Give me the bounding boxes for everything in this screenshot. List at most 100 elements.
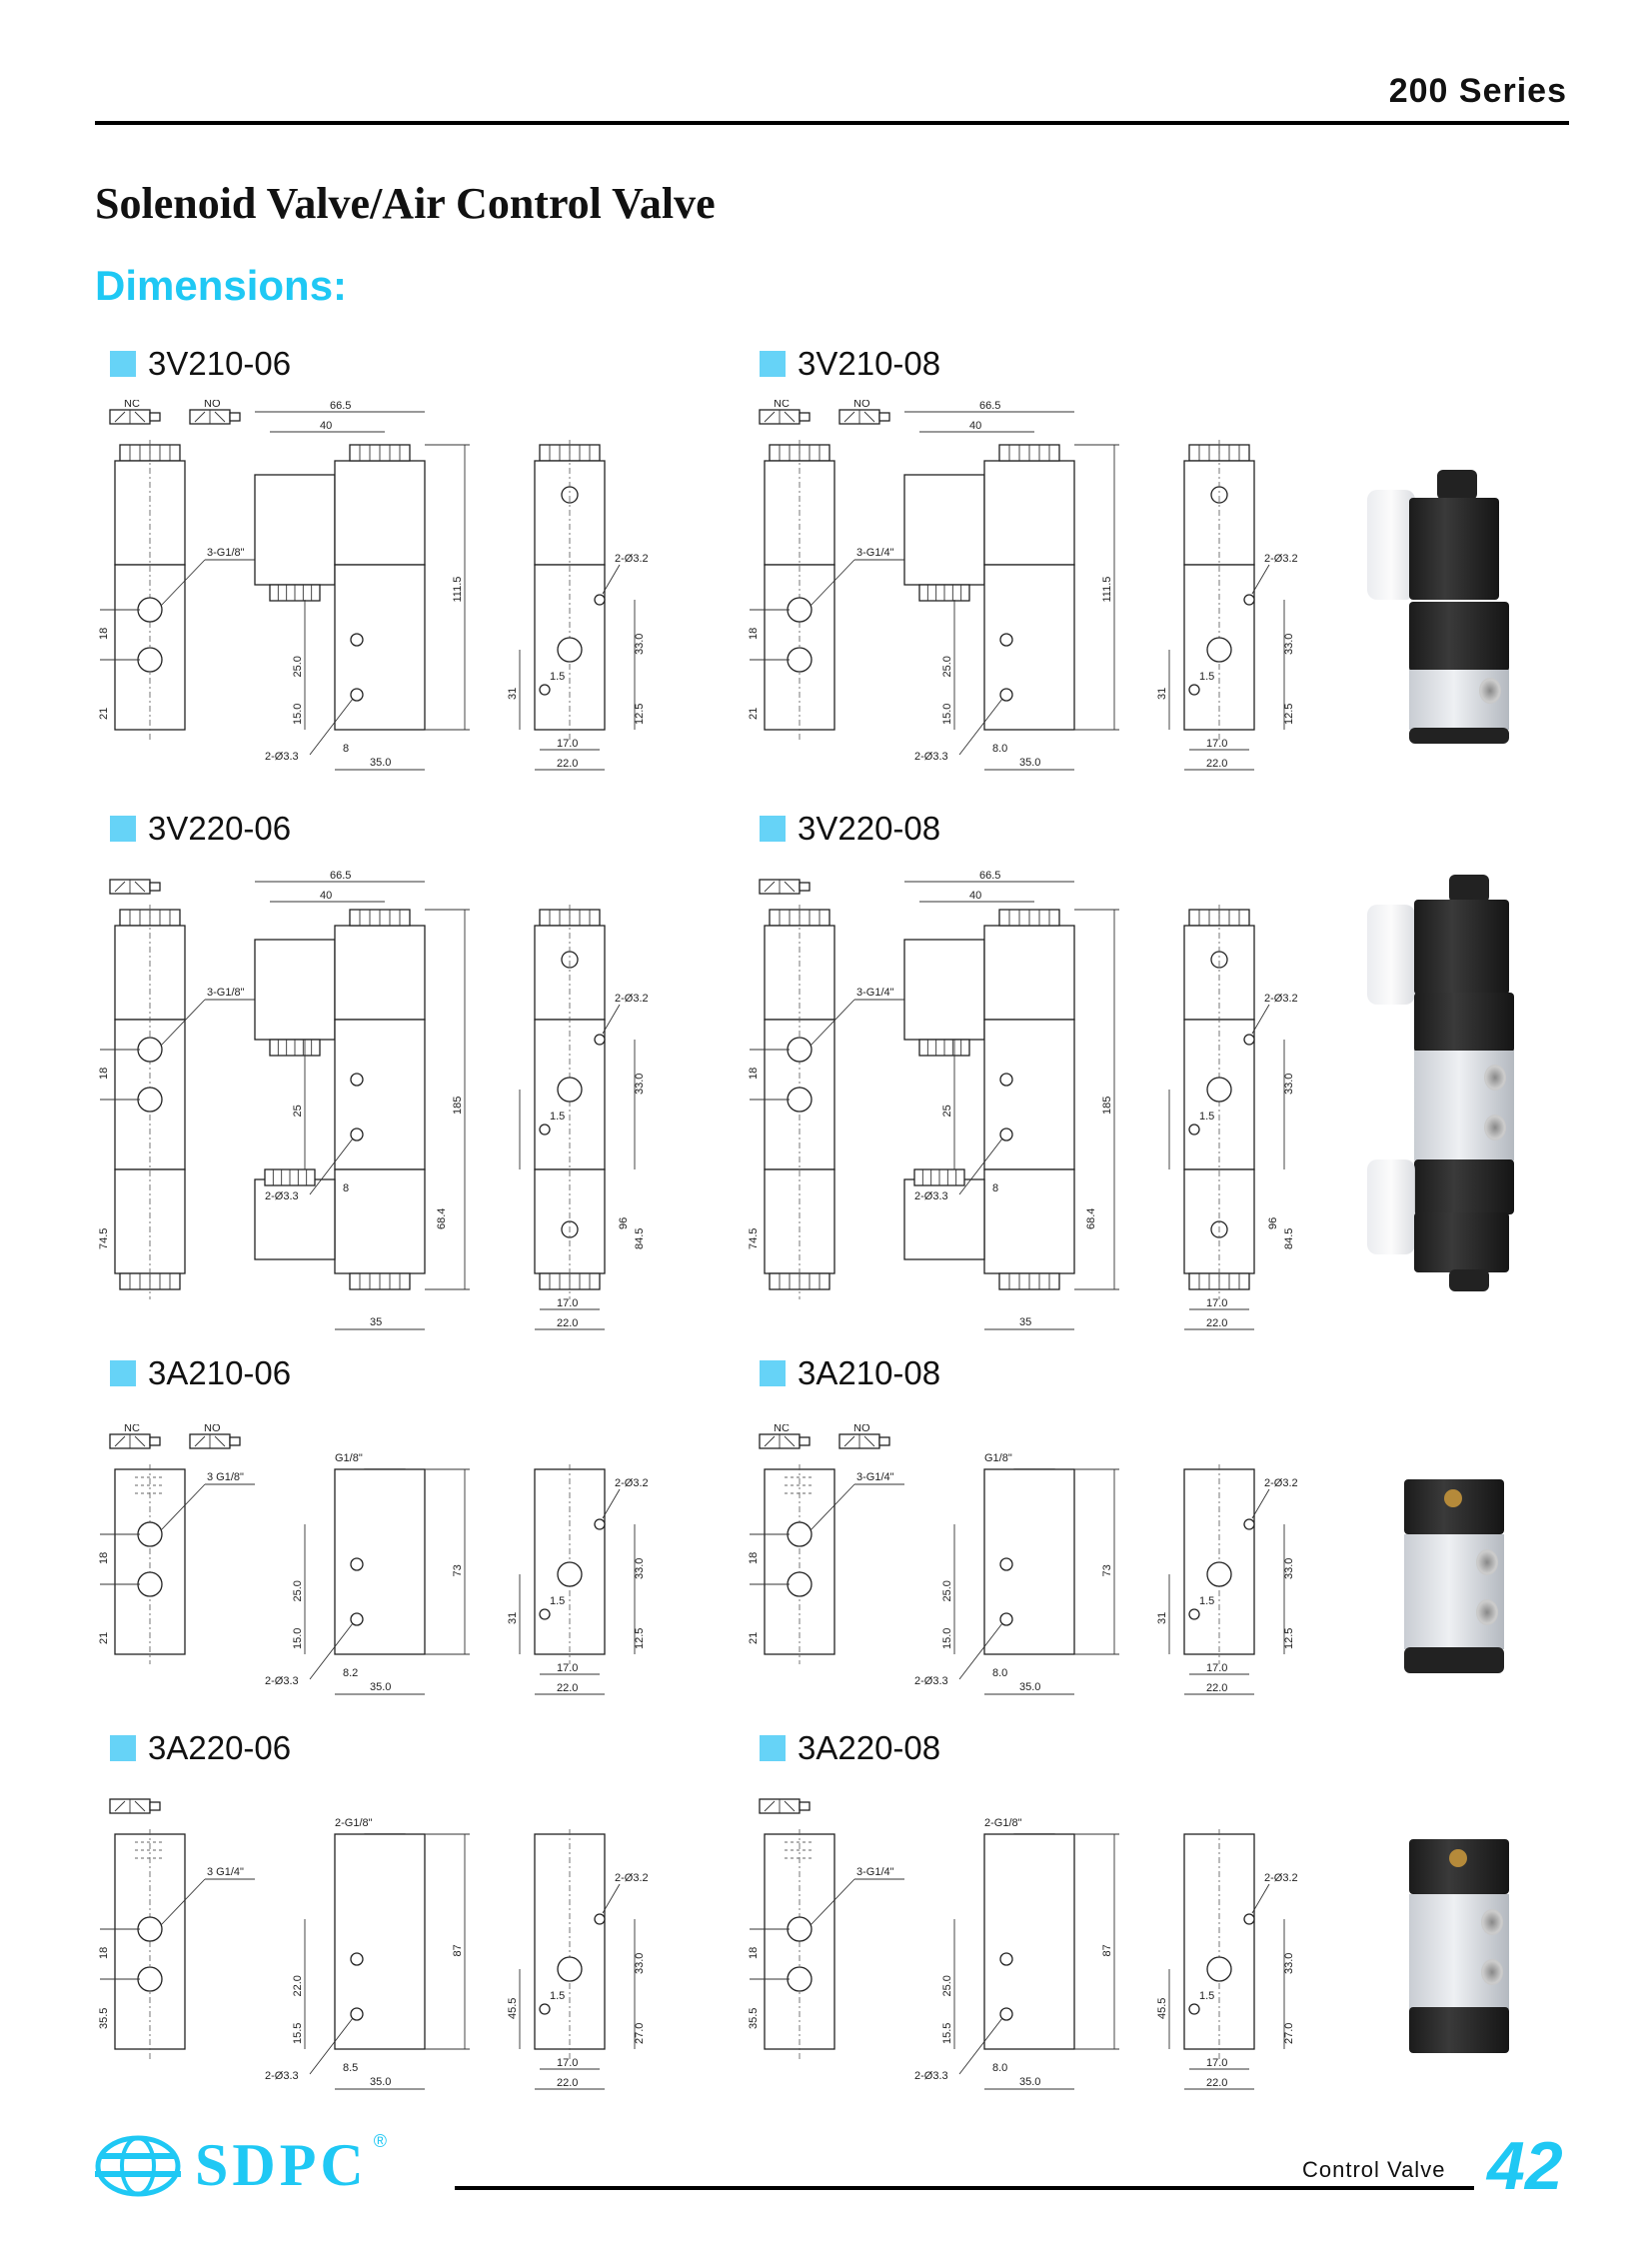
pneumatic-symbol: NO — [189, 1424, 241, 1449]
dimension-label: 15.0 — [941, 704, 953, 725]
mount-hole-label: 2-Ø3.2 — [1264, 1477, 1298, 1489]
dimension-label: 8.0 — [992, 1667, 1007, 1679]
dimension-label: 12.5 — [634, 704, 646, 725]
hole-label: 2-Ø3.3 — [265, 1675, 299, 1687]
symbol-arrow — [863, 1435, 875, 1447]
mount-hole — [350, 1557, 364, 1571]
symbol-actuator — [229, 412, 241, 422]
dimension-label: 40 — [969, 890, 981, 902]
dimension-drawing: 3-G1/4"1835.52-G1/8"8725.015.52-Ø3.38.03… — [748, 1798, 1298, 2090]
dimension-label: 96 — [618, 1217, 630, 1229]
symbol-arrow — [784, 881, 796, 893]
dimension-label: 21 — [748, 708, 760, 720]
page-number: 42 — [1487, 2128, 1563, 2204]
pneumatic-symbol: NC — [759, 400, 811, 425]
model-label: 3A210-06 — [110, 1354, 291, 1392]
dimension-label: 35.0 — [1019, 757, 1040, 769]
symbol-label: NO — [204, 400, 221, 410]
dimension-label: 15.0 — [292, 704, 304, 725]
port-circle — [137, 1521, 163, 1547]
leader-line — [958, 1622, 1003, 1680]
dimension-label: 18 — [98, 1552, 110, 1564]
port-circle — [557, 1956, 583, 1982]
leader-line — [160, 1483, 206, 1531]
symbol-arrow — [194, 1435, 206, 1447]
dimension-label: 17.0 — [1206, 1662, 1227, 1674]
symbol-actuator — [149, 412, 161, 422]
mount-hole — [1188, 684, 1200, 696]
dimension-label: 68.4 — [1085, 1208, 1097, 1229]
label-square-icon — [760, 816, 786, 842]
dimension-label: 87 — [452, 1944, 464, 1956]
mount-hole — [999, 1952, 1013, 1966]
symbol-arrow — [134, 1435, 146, 1447]
symbol-label: NO — [853, 400, 870, 410]
mount-hole — [999, 688, 1013, 702]
dimension-label: 25.0 — [292, 1580, 304, 1601]
leader-line — [309, 1622, 354, 1680]
model-label: 3A220-06 — [110, 1729, 291, 1767]
dimension-label: 12.5 — [634, 1628, 646, 1649]
symbol-arrow — [843, 411, 855, 423]
valve-body — [334, 1019, 426, 1170]
dimension-label: 40 — [969, 420, 981, 432]
model-name: 3V220-08 — [798, 810, 941, 847]
dimension-label: 15.5 — [941, 2023, 953, 2044]
port-circle — [557, 1561, 583, 1587]
port-circle — [137, 1571, 163, 1597]
symbol-actuator — [878, 412, 890, 422]
symbol-arrow — [764, 881, 776, 893]
dimension-label: 22.0 — [1206, 1682, 1227, 1694]
pneumatic-symbol — [109, 1798, 161, 1814]
dimension-label: 1.5 — [550, 1111, 565, 1123]
hole-label: 2-Ø3.3 — [265, 1190, 299, 1202]
symbol-arrow — [784, 411, 796, 423]
mount-hole — [1188, 1124, 1200, 1135]
dimension-label: 1.5 — [550, 1595, 565, 1607]
mount-hole — [1243, 1034, 1255, 1046]
dimension-label: 1.5 — [1199, 1990, 1214, 2002]
top-port-label: G1/8" — [335, 1452, 363, 1464]
dimension-label: 33.0 — [1283, 634, 1295, 655]
dimension-label: 18 — [98, 1947, 110, 1959]
symbol-actuator — [799, 412, 811, 422]
right-end-view: 2-Ø3.233.027.045.51.517.022.0 — [1156, 1829, 1298, 2090]
dimension-label: 31 — [1156, 1612, 1168, 1624]
coil — [334, 460, 426, 566]
product-photo-3a220 — [1409, 1839, 1519, 2059]
leader-line — [958, 698, 1003, 756]
dimension-label: 84.5 — [634, 1228, 646, 1249]
dimension-drawing: 3 G1/4"1835.52-G1/8"8722.015.52-Ø3.38.53… — [98, 1798, 649, 2090]
dimension-label: 35.0 — [1019, 1681, 1040, 1693]
registered-mark: ® — [373, 2131, 387, 2151]
dimension-label: 1.5 — [1199, 671, 1214, 683]
mount-hole — [999, 1612, 1013, 1626]
symbol-label: NO — [853, 1424, 870, 1434]
port-circle — [137, 597, 163, 623]
right-end-view: 2-Ø3.233.027.045.51.517.022.0 — [507, 1829, 649, 2090]
dimension-label: 22.0 — [1206, 758, 1227, 770]
port-size-label: 3-G1/4" — [856, 987, 894, 999]
dimension-label: 35 — [370, 1316, 382, 1328]
symbol-label: NC — [124, 1424, 140, 1434]
label-square-icon — [110, 351, 136, 377]
dimension-label: 27.0 — [1283, 2023, 1295, 2044]
dimension-drawing: 3-G1/8"1874.566.5401852568.42-Ø3.38352-Ø… — [98, 870, 649, 1330]
valve-body — [334, 1468, 426, 1655]
dimension-label: 35.5 — [98, 2008, 110, 2029]
dimension-label: 22.0 — [557, 758, 578, 770]
port-circle — [787, 1571, 813, 1597]
dimension-label: 33.0 — [634, 1074, 646, 1095]
